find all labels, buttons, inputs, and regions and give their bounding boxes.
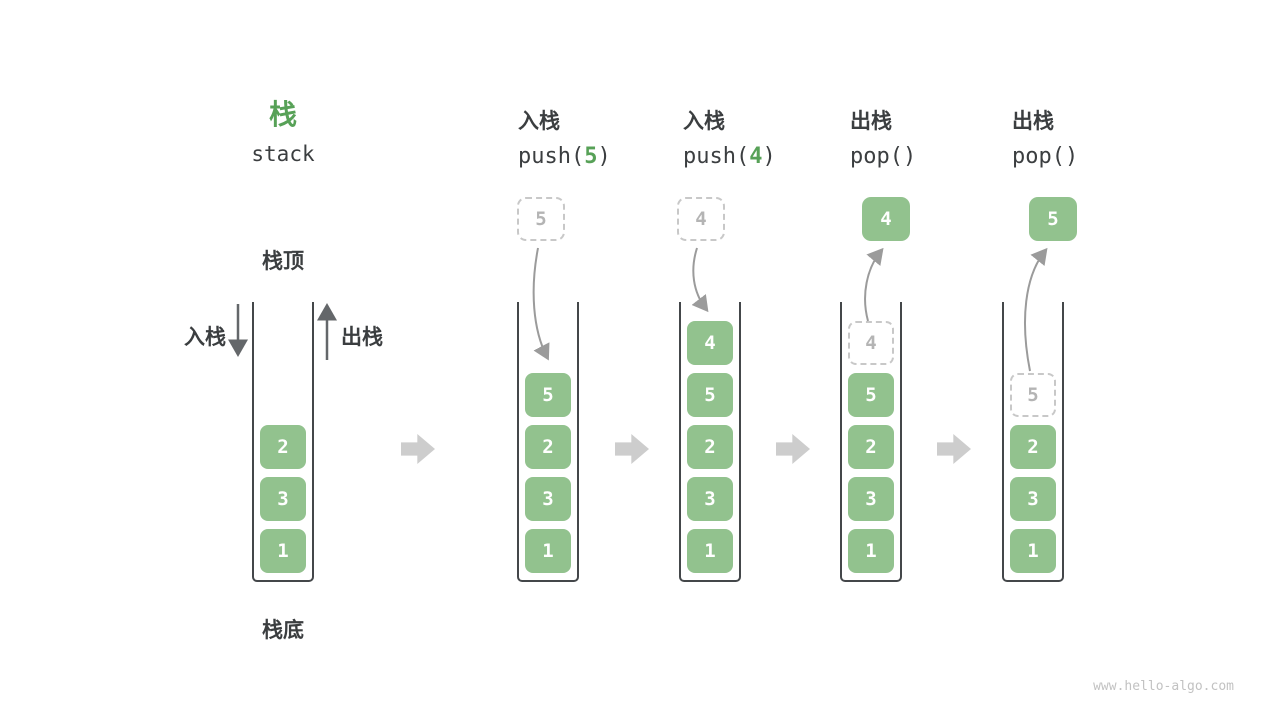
title-en: stack bbox=[251, 142, 315, 166]
float-box-push-4: 4 bbox=[677, 197, 725, 241]
stack-cell: 2 bbox=[687, 425, 733, 469]
stack-cell: 3 bbox=[848, 477, 894, 521]
op-header-push-5: 入栈 push(5) bbox=[518, 108, 611, 170]
stack-cell: 5 bbox=[687, 373, 733, 417]
op-code: push(4) bbox=[683, 144, 776, 170]
stack-container-pop-5: 5 2 3 1 bbox=[1002, 302, 1064, 582]
stack-cells: 4 5 2 3 1 bbox=[681, 302, 739, 580]
step-arrow-icon bbox=[615, 434, 649, 464]
stack-cells: 4 5 2 3 1 bbox=[842, 302, 900, 580]
step-arrow-icon bbox=[401, 434, 435, 464]
stack-cell: 1 bbox=[525, 529, 571, 573]
code-text: ) bbox=[597, 144, 611, 169]
stack-top-label: 栈顶 bbox=[262, 249, 304, 273]
push-4-curve-arrow-icon bbox=[691, 247, 709, 313]
stack-cells: 5 2 3 1 bbox=[519, 302, 577, 580]
float-box-push-5: 5 bbox=[517, 197, 565, 241]
op-header-push-4: 入栈 push(4) bbox=[683, 108, 776, 170]
stack-cell: 3 bbox=[687, 477, 733, 521]
stack-cell: 3 bbox=[1010, 477, 1056, 521]
step-arrow-icon bbox=[776, 434, 810, 464]
title-zh: 栈 bbox=[268, 98, 297, 131]
pop-side-label: 出栈 bbox=[341, 325, 383, 349]
stack-cell: 3 bbox=[260, 477, 306, 521]
stack-container-push-4: 4 5 2 3 1 bbox=[679, 302, 741, 582]
stack-cell: 1 bbox=[687, 529, 733, 573]
stack-container-pop-4: 4 5 2 3 1 bbox=[840, 302, 902, 582]
op-label: 入栈 bbox=[518, 109, 560, 133]
stack-cell: 2 bbox=[260, 425, 306, 469]
op-label: 出栈 bbox=[850, 109, 892, 133]
code-text: ) bbox=[762, 144, 776, 169]
stack-cell: 4 bbox=[848, 321, 894, 365]
op-code: push(5) bbox=[518, 144, 611, 170]
float-box-pop-5: 5 bbox=[1029, 197, 1077, 241]
diagram-title: 栈 stack bbox=[213, 98, 353, 166]
stack-cell: 2 bbox=[1010, 425, 1056, 469]
code-text: pop( bbox=[850, 144, 903, 169]
stack-cells: 5 2 3 1 bbox=[1004, 302, 1062, 580]
stack-cell: 3 bbox=[525, 477, 571, 521]
stack-cell: 2 bbox=[525, 425, 571, 469]
op-header-pop-5: 出栈 pop() bbox=[1012, 108, 1078, 170]
stack-cell: 5 bbox=[525, 373, 571, 417]
watermark: www.hello-algo.com bbox=[1093, 679, 1234, 694]
stack-cell: 2 bbox=[848, 425, 894, 469]
stack-cells: 2 3 1 bbox=[254, 302, 312, 580]
stack-cell: 1 bbox=[1010, 529, 1056, 573]
code-text: push( bbox=[518, 144, 585, 169]
stack-cell: 1 bbox=[260, 529, 306, 573]
op-header-pop-4: 出栈 pop() bbox=[850, 108, 916, 170]
code-text: ) bbox=[1064, 144, 1079, 169]
float-box-pop-4: 4 bbox=[862, 197, 910, 241]
code-arg: 5 bbox=[584, 144, 598, 169]
op-code: pop() bbox=[1012, 144, 1078, 170]
stack-container-initial: 2 3 1 bbox=[252, 302, 314, 582]
stack-cell: 5 bbox=[848, 373, 894, 417]
code-text: pop( bbox=[1012, 144, 1065, 169]
op-label: 入栈 bbox=[683, 109, 725, 133]
stack-cell: 4 bbox=[687, 321, 733, 365]
push-side-label: 入栈 bbox=[184, 325, 226, 349]
code-text: push( bbox=[683, 144, 750, 169]
stack-cell: 5 bbox=[1010, 373, 1056, 417]
stack-bottom-label: 栈底 bbox=[262, 618, 304, 642]
code-arg: 4 bbox=[749, 144, 763, 169]
stack-container-push-5: 5 2 3 1 bbox=[517, 302, 579, 582]
op-label: 出栈 bbox=[1012, 109, 1054, 133]
code-text: ) bbox=[902, 144, 917, 169]
step-arrow-icon bbox=[937, 434, 971, 464]
stack-cell: 1 bbox=[848, 529, 894, 573]
op-code: pop() bbox=[850, 144, 916, 170]
